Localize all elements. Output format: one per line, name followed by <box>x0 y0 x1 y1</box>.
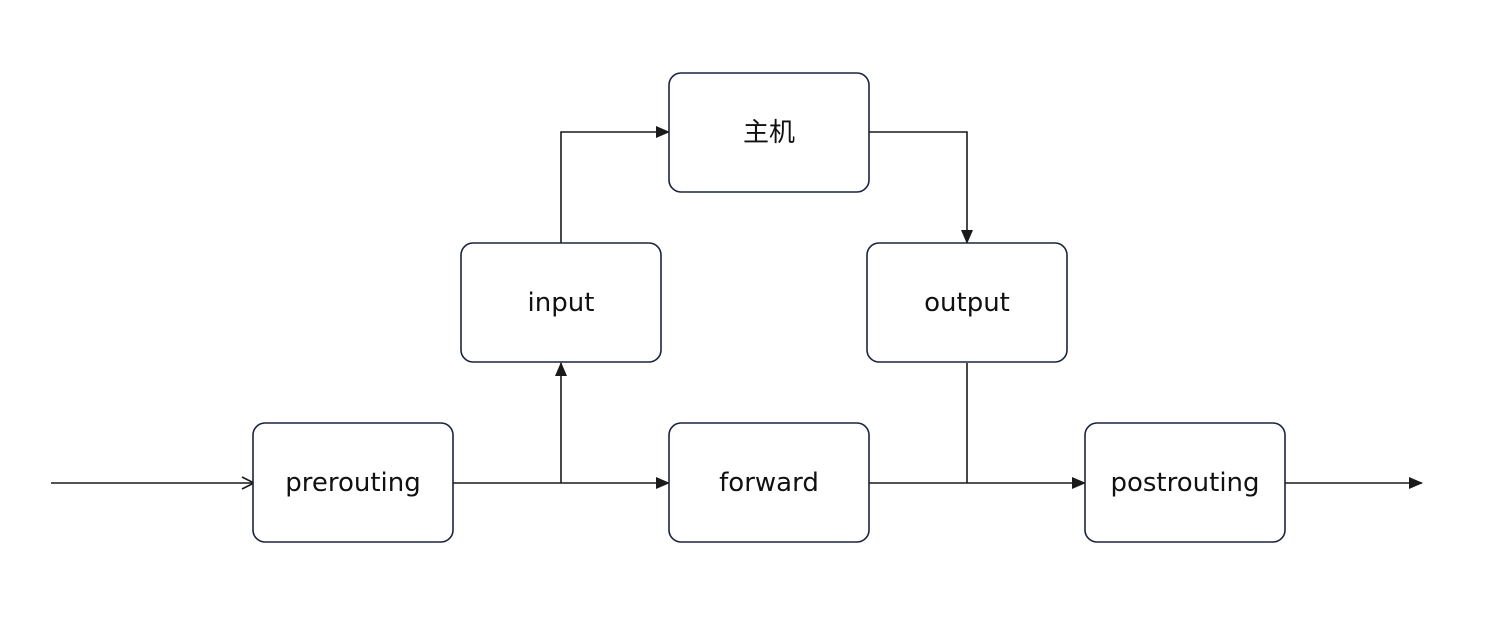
node-host-box <box>668 72 870 193</box>
node-postrouting: postrouting <box>1084 422 1286 543</box>
node-postrouting-label: postrouting <box>1110 468 1259 498</box>
node-output: output <box>866 242 1068 363</box>
node-input-box <box>460 242 662 363</box>
node-forward-label: forward <box>719 468 819 498</box>
node-forward-box <box>668 422 870 543</box>
node-postrouting-box <box>1084 422 1286 543</box>
node-prerouting-label: prerouting <box>285 468 421 498</box>
node-host: 主机 <box>668 72 870 193</box>
node-forward: forward <box>668 422 870 543</box>
edge-host-to-output <box>869 131 973 244</box>
node-host-label: 主机 <box>743 118 795 148</box>
node-input-label: input <box>528 288 595 318</box>
node-output-box <box>866 242 1068 363</box>
node-prerouting: prerouting <box>252 422 454 543</box>
edge-input-to-host <box>560 126 670 243</box>
node-prerouting-box <box>252 422 454 543</box>
edges <box>51 126 1423 483</box>
node-input: input <box>460 242 662 363</box>
node-output-label: output <box>924 288 1010 318</box>
